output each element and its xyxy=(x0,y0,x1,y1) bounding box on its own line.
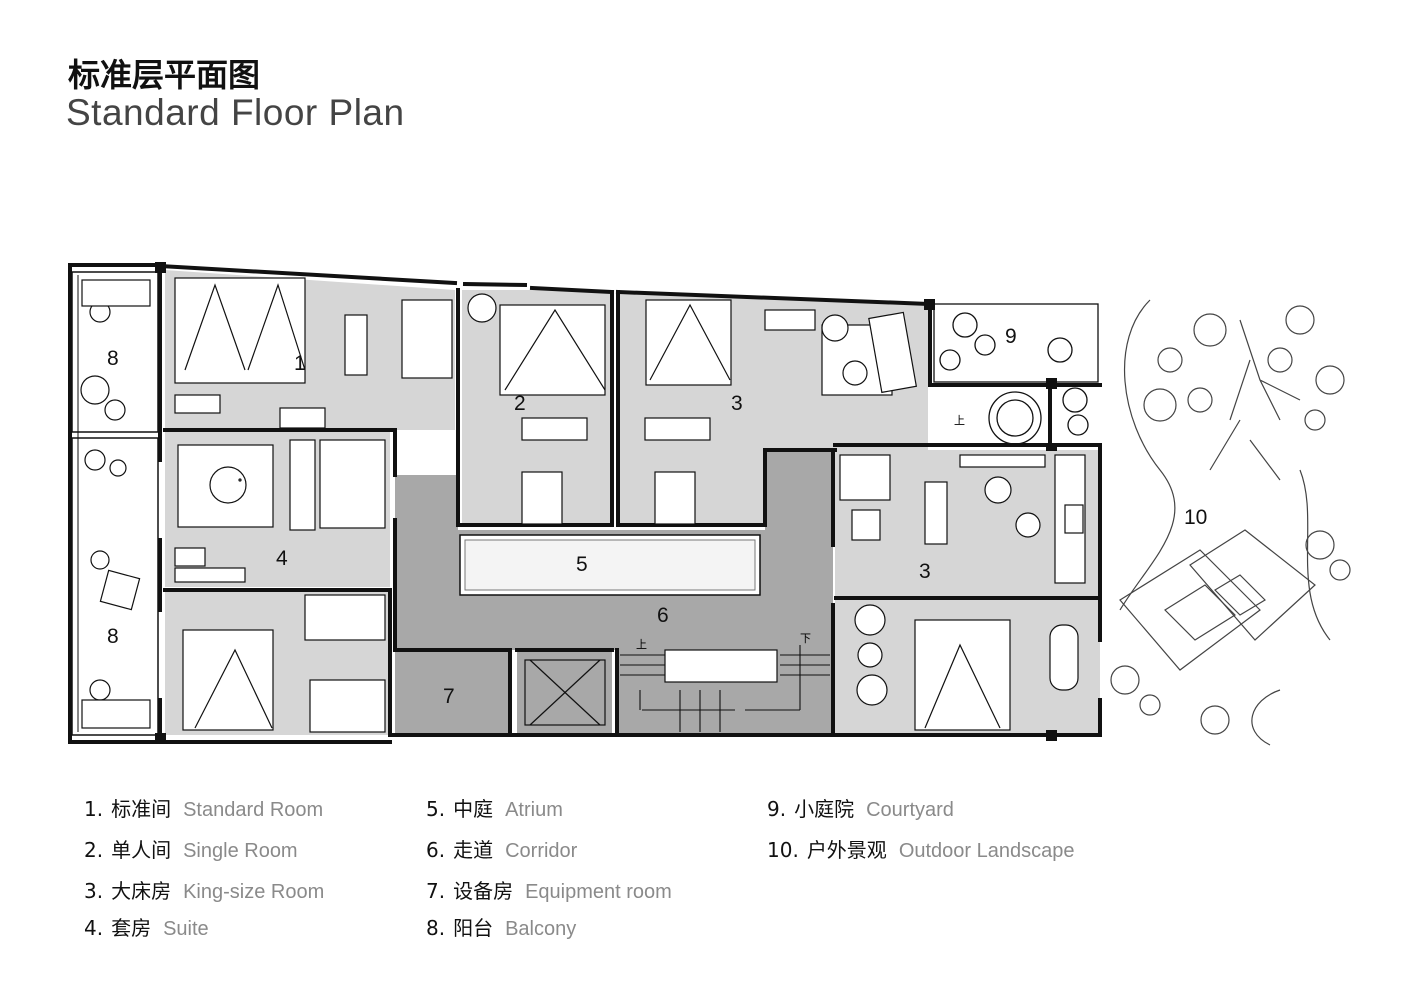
walls xyxy=(68,263,1102,744)
balconies xyxy=(71,271,159,736)
room-label-9: 9 xyxy=(1005,325,1017,348)
wall-columns xyxy=(155,262,1057,744)
room-label-8-bottom: 8 xyxy=(107,625,119,648)
stairs xyxy=(620,645,830,732)
room-label-6: 6 xyxy=(657,604,669,627)
courtyard xyxy=(933,303,1099,445)
room-label-3-top: 3 xyxy=(731,392,743,415)
room-label-2: 2 xyxy=(514,392,526,415)
stair-down-label: 下 xyxy=(800,632,811,645)
plan-title-en: Standard Floor Plan xyxy=(66,92,405,133)
room-label-1: 1 xyxy=(294,352,306,375)
equipment-room-area xyxy=(395,650,510,735)
room-label-8-top: 8 xyxy=(107,347,119,370)
stair-up-label-a: 上 xyxy=(954,414,965,427)
outdoor-landscape xyxy=(1110,299,1351,746)
room-label-4: 4 xyxy=(276,547,288,570)
room-label-7: 7 xyxy=(443,685,455,708)
floor-plan: 1 2 3 3 4 5 6 7 8 8 9 10 上 上 下 xyxy=(68,262,1351,746)
stair-up-label-b: 上 xyxy=(636,638,647,651)
room-label-10: 10 xyxy=(1184,506,1207,529)
room-label-3-right: 3 xyxy=(919,560,931,583)
atrium-inner xyxy=(464,539,756,591)
plan-title-cn: 标准层平面图 xyxy=(68,56,261,94)
room-label-5: 5 xyxy=(576,553,588,576)
furniture xyxy=(80,277,1086,733)
